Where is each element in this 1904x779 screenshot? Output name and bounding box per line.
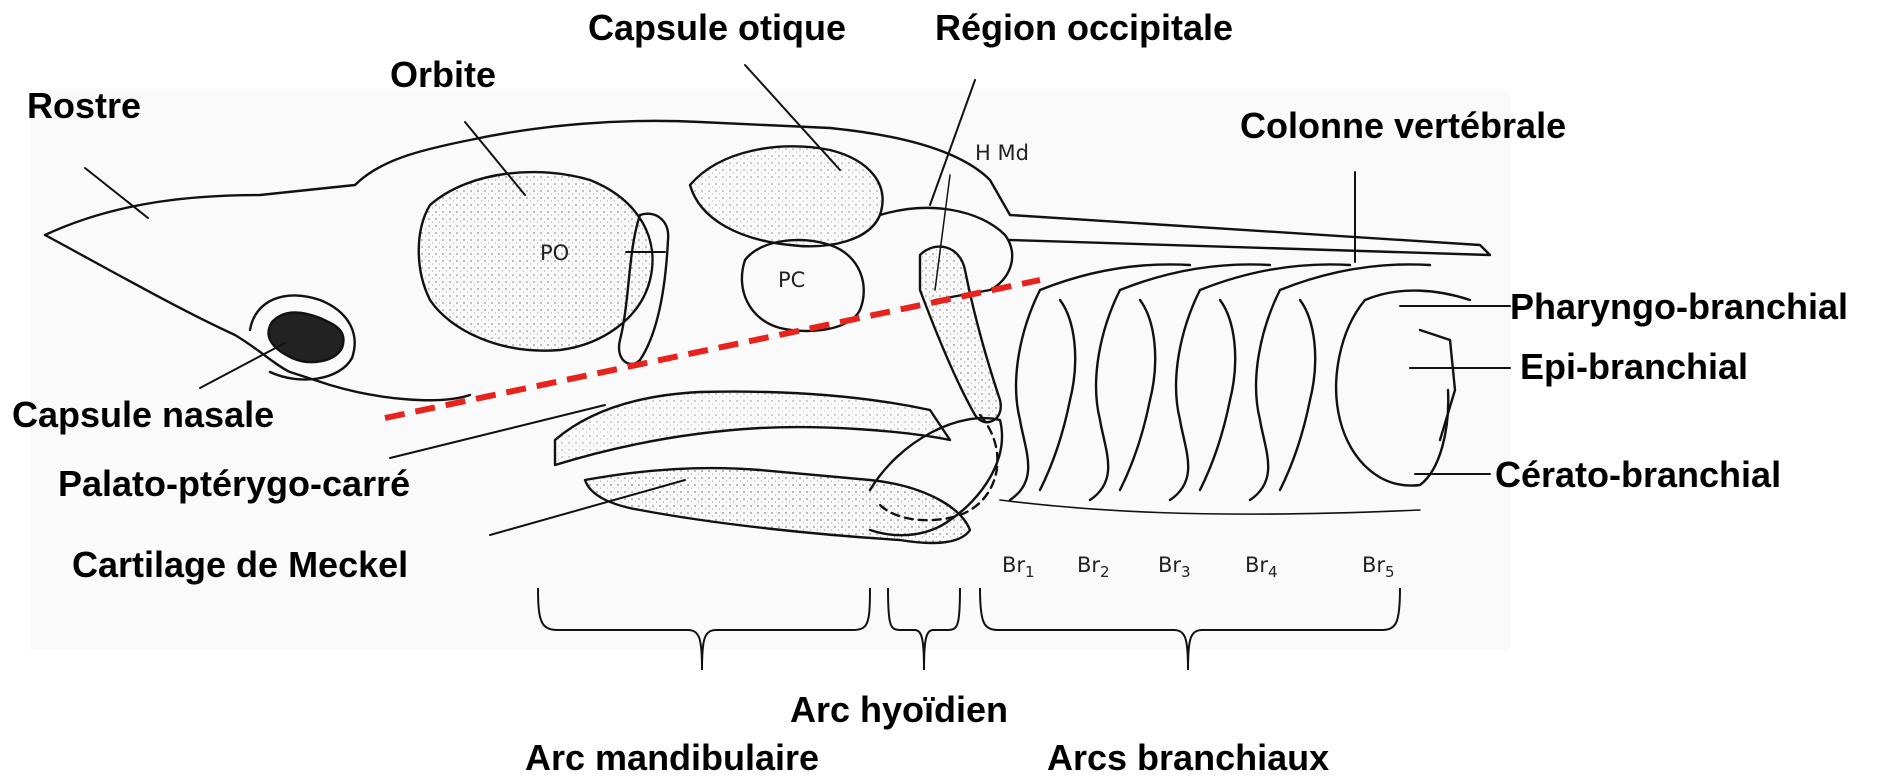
label-po: PO — [540, 243, 569, 264]
label-capsule-nasale: Capsule nasale — [12, 397, 274, 433]
label-colonne-vertebrale: Colonne vertébrale — [1240, 108, 1566, 144]
label-region-occipitale: Région occipitale — [935, 10, 1233, 46]
label-epi-branchial: Epi-branchial — [1520, 349, 1748, 385]
label-palato-pterygo-carre: Palato-ptérygo-carré — [58, 466, 410, 502]
label-cerato-branchial: Cérato-branchial — [1495, 457, 1781, 493]
label-arc-mandibulaire: Arc mandibulaire — [525, 740, 819, 776]
label-capsule-otique: Capsule otique — [588, 10, 846, 46]
label-pharyngo-branchial: Pharyngo-branchial — [1510, 289, 1848, 325]
label-arc-hyoidien: Arc hyoïdien — [790, 692, 1008, 728]
label-cartilage-meckel: Cartilage de Meckel — [72, 547, 408, 583]
label-br4: Br4 — [1245, 555, 1278, 580]
label-rostre: Rostre — [27, 88, 141, 124]
label-br3: Br3 — [1158, 555, 1191, 580]
label-br1: Br1 — [1002, 555, 1035, 580]
label-br2: Br2 — [1077, 555, 1110, 580]
label-hmd: H Md — [975, 143, 1029, 164]
label-orbite: Orbite — [390, 57, 496, 93]
label-br5: Br5 — [1362, 555, 1395, 580]
label-pc: PC — [778, 270, 805, 291]
label-arcs-branchiaux: Arcs branchiaux — [1047, 740, 1329, 776]
orbit — [419, 172, 653, 351]
